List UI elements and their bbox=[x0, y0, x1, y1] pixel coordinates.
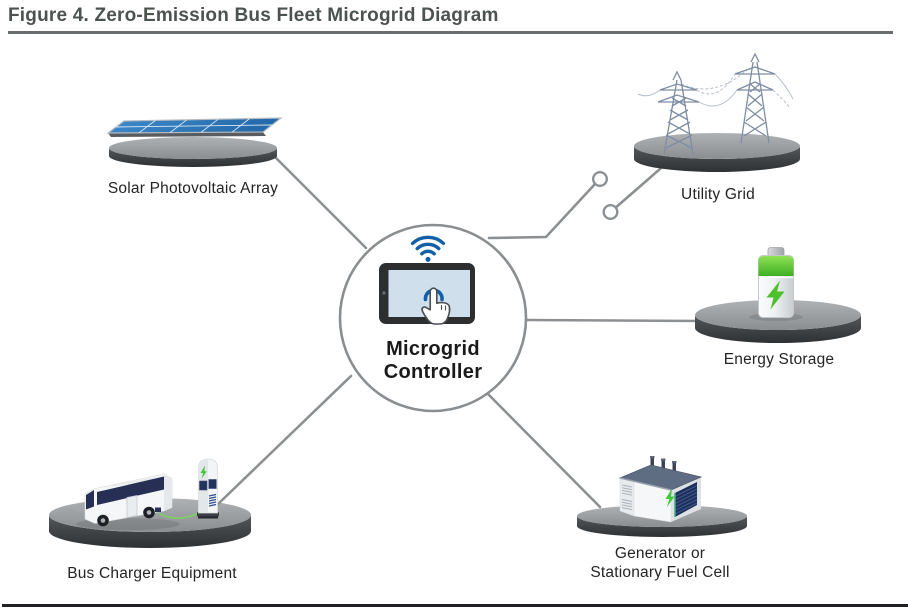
connection-line-bus bbox=[215, 374, 353, 507]
connection-lines bbox=[274, 156, 704, 509]
generator-posts bbox=[650, 456, 677, 471]
platform-disk-solar bbox=[109, 137, 277, 167]
switch-icon bbox=[592, 170, 619, 220]
controller-label: Microgrid Controller bbox=[384, 338, 483, 384]
label-utility: Utility Grid bbox=[681, 186, 755, 203]
controller-node bbox=[338, 223, 528, 413]
connection-line-solar bbox=[274, 156, 368, 250]
connection-line-storage bbox=[524, 318, 704, 323]
connection-line-utility-blade bbox=[487, 182, 597, 240]
transmission-towers-icon bbox=[637, 52, 794, 155]
connection-line-utility-grid bbox=[614, 160, 670, 209]
label-generator-line-2: Stationary Fuel Cell bbox=[590, 563, 730, 581]
controller-label-line-1: Microgrid bbox=[386, 338, 480, 360]
label-generator: Generator or Stationary Fuel Cell bbox=[590, 545, 729, 582]
label-generator-line-1: Generator or bbox=[614, 545, 706, 562]
tap-hand-icon bbox=[421, 287, 451, 325]
controller-label-line-2: Controller bbox=[383, 361, 483, 383]
charging-station-icon bbox=[197, 458, 219, 519]
label-solar: Solar Photovoltaic Array bbox=[107, 180, 279, 197]
energy-bolt-icon bbox=[766, 280, 785, 310]
bottom-rule bbox=[2, 603, 908, 607]
label-storage: Energy Storage bbox=[723, 351, 835, 368]
generator-bolt-icon bbox=[665, 488, 675, 507]
solar-panel-icon bbox=[106, 117, 283, 137]
figure-title: Figure 4. Zero-Emission Bus Fleet Microg… bbox=[8, 5, 499, 26]
title-underline bbox=[8, 31, 893, 34]
connection-line-generator bbox=[484, 390, 602, 509]
generator-icon bbox=[618, 456, 703, 523]
wifi-icon bbox=[410, 235, 446, 262]
battery-icon bbox=[749, 247, 803, 321]
charger-bolt-icon bbox=[200, 465, 207, 479]
platform-disk-utility bbox=[634, 133, 800, 172]
bus-icon bbox=[76, 473, 180, 530]
label-bus: Bus Charger Equipment bbox=[67, 565, 237, 582]
